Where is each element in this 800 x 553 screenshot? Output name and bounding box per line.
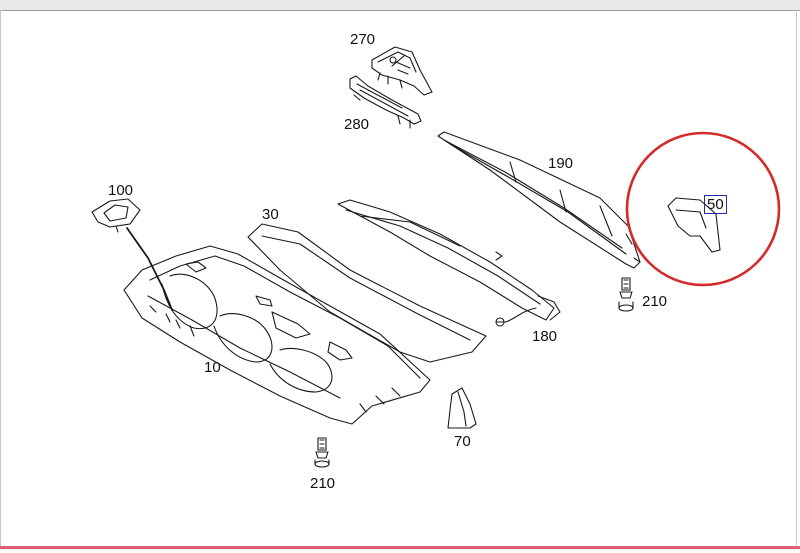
callout-270[interactable]: 270: [350, 31, 376, 48]
callout-280[interactable]: 280: [344, 116, 370, 133]
top-bar: [0, 0, 800, 11]
part-10-floor-panel[interactable]: [123, 245, 431, 425]
callout-70[interactable]: 70: [454, 433, 471, 450]
part-190-roller-blind[interactable]: [437, 131, 641, 269]
callout-210-left[interactable]: 210: [310, 475, 336, 492]
part-30-panel[interactable]: [247, 223, 487, 363]
part-210-clip-right[interactable]: [618, 277, 634, 312]
part-270-bracket[interactable]: [371, 46, 433, 96]
bottom-border: [0, 546, 800, 549]
highlight-circle: [625, 131, 781, 287]
part-100-leader-line: [126, 227, 173, 311]
part-180-tray[interactable]: [337, 199, 561, 327]
part-210-clip-left[interactable]: [314, 437, 330, 468]
callout-50-selected[interactable]: 50: [704, 195, 727, 214]
callout-100[interactable]: 100: [108, 182, 134, 199]
part-280-strip[interactable]: [349, 75, 422, 129]
right-border: [796, 10, 797, 548]
callout-210-right[interactable]: 210: [642, 293, 668, 310]
callout-190[interactable]: 190: [548, 155, 574, 172]
left-border: [0, 10, 1, 548]
part-50-bracket[interactable]: [667, 197, 721, 253]
callout-10[interactable]: 10: [204, 359, 221, 376]
callout-180[interactable]: 180: [532, 328, 558, 345]
part-100-cover[interactable]: [91, 198, 141, 233]
callout-30[interactable]: 30: [262, 206, 279, 223]
part-70-wedge[interactable]: [447, 387, 477, 429]
